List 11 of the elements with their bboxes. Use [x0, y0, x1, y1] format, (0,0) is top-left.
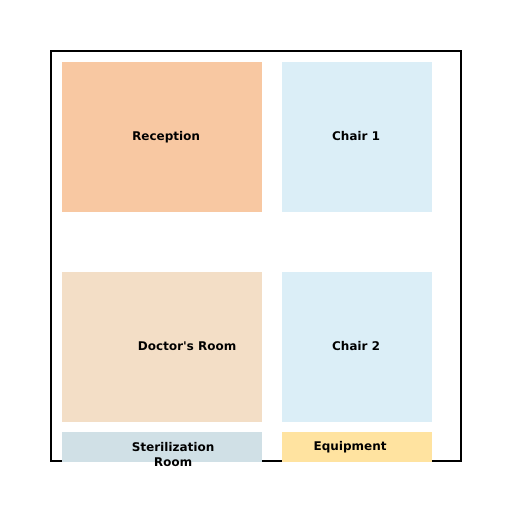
room-label: Sterilization Room	[130, 440, 216, 470]
room-label: Doctor's Room	[136, 339, 238, 354]
room-label: Chair 1	[330, 129, 381, 144]
room	[282, 432, 432, 462]
room	[62, 62, 262, 212]
room	[282, 272, 432, 422]
room	[282, 62, 432, 212]
room-label: Chair 2	[330, 339, 381, 354]
room-label: Equipment	[312, 439, 388, 454]
room-label: Reception	[132, 129, 200, 144]
room	[62, 272, 262, 422]
